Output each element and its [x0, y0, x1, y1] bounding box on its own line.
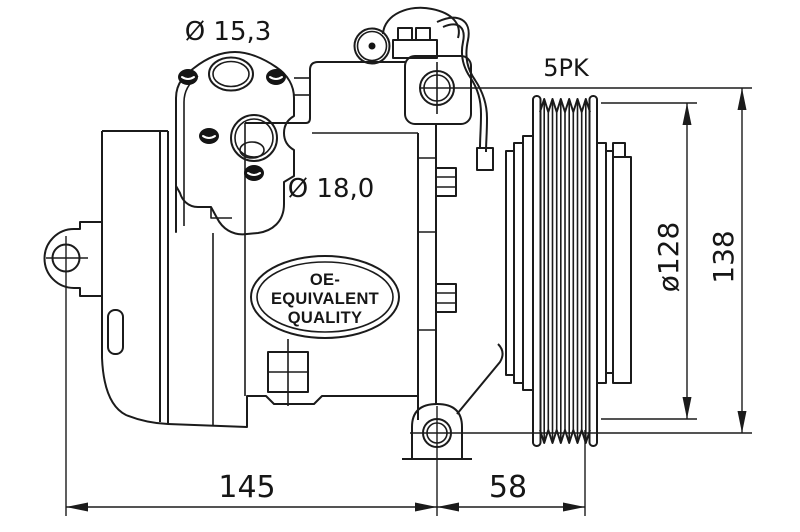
- dim-145-label: 145: [218, 470, 275, 505]
- front-housing: [417, 125, 504, 420]
- mounting-ear-left: [43, 221, 102, 297]
- oe-quality-badge: OE- EQUIVALENT QUALITY: [250, 255, 400, 339]
- housing-slot: [107, 309, 124, 355]
- manifold-plate: [175, 51, 295, 236]
- armature-plates-right: [596, 142, 632, 384]
- hose-loop: [382, 6, 460, 39]
- drain-plug: [267, 339, 309, 406]
- hose-end-fitting: [476, 147, 494, 171]
- top-fitting: [353, 6, 494, 171]
- pulley-flange-right: [588, 95, 598, 447]
- groove-valley-lines: [547, 112, 583, 430]
- port-center-outer: [230, 114, 278, 162]
- belt-grooves-bottom: [539, 429, 591, 444]
- dim-58-label: 58: [489, 470, 527, 505]
- hub-plates-left: [505, 135, 534, 391]
- dim-port-center-label: Ø 18,0: [288, 174, 375, 204]
- front-bolt-boss-bottom: [435, 283, 457, 313]
- dim-port-top-label: Ø 15,3: [185, 17, 272, 47]
- dimension-138: 138: [707, 88, 747, 433]
- port-center-inner: [234, 118, 274, 158]
- dim-138-label: 138: [707, 230, 740, 283]
- top-boss: [404, 55, 472, 125]
- belt-grooves-top: [539, 98, 591, 113]
- clutch-pulley: [505, 95, 632, 447]
- dim-128-label: ø128: [652, 222, 685, 293]
- valve-cap: [353, 27, 391, 65]
- port-top-inner: [212, 60, 250, 88]
- belt-profile-label: 5PK: [543, 54, 590, 82]
- badge-line2: EQUIVALENT: [271, 290, 379, 308]
- front-bolt-boss-top: [435, 167, 457, 197]
- gusset-line: [456, 343, 504, 415]
- clutch-front-disc: [612, 156, 632, 384]
- dimension-128: ø128: [652, 103, 692, 419]
- compressor-body: [43, 6, 504, 460]
- center-housing: [245, 61, 418, 406]
- port-top-outer: [208, 56, 254, 92]
- plate-bolt-holes: [178, 69, 286, 181]
- dimension-145: 145: [66, 470, 437, 512]
- port-center-bore: [239, 141, 265, 159]
- badge-line1: OE-: [310, 271, 340, 289]
- pulley-flange-left: [532, 95, 542, 447]
- rear-housing: [101, 123, 418, 428]
- dimension-layer: 145 58 ø128 138 Ø 15,3 Ø 18,0 5PK: [65, 17, 752, 516]
- dimension-58: 58: [437, 470, 585, 512]
- hose-outer: [436, 16, 488, 153]
- pulley: [532, 95, 598, 447]
- hose-inner: [442, 23, 482, 149]
- groove-peak-lines: [543, 99, 587, 443]
- badge-line3: QUALITY: [288, 309, 363, 327]
